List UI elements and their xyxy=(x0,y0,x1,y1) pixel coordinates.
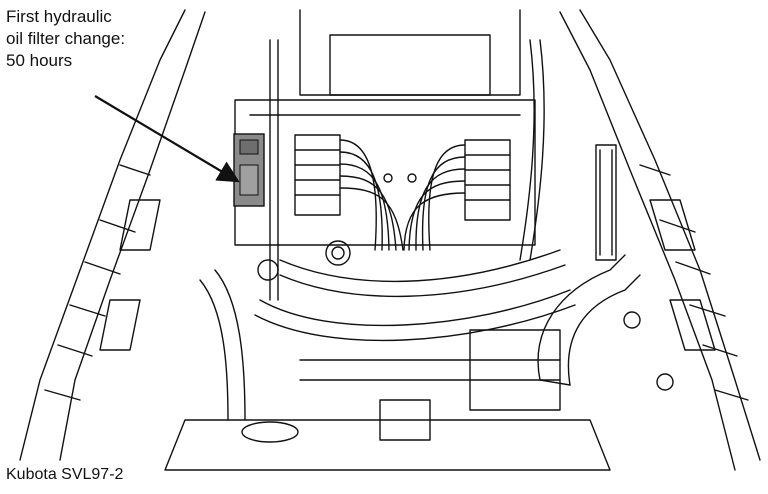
right-fittings xyxy=(623,311,674,391)
hydraulic-oil-filter xyxy=(233,133,265,207)
lower-pump-area xyxy=(164,329,611,471)
filter-change-callout: First hydraulic oil filter change: 50 ho… xyxy=(6,6,176,72)
left-loader-arm xyxy=(19,9,206,461)
hydraulic-hoses xyxy=(254,39,576,342)
left-valve-block xyxy=(294,134,341,216)
left-return-hose xyxy=(199,259,279,421)
right-loader-arm xyxy=(559,9,761,471)
callout-arrow xyxy=(94,95,240,183)
center-cap xyxy=(325,240,351,266)
callout-line-3: 50 hours xyxy=(6,51,73,70)
right-valve-block xyxy=(464,139,511,221)
callout-line-1: First hydraulic xyxy=(6,7,112,26)
right-intake-hose xyxy=(537,144,641,386)
callout-line-2: oil filter change: xyxy=(6,29,126,48)
model-caption: Kubota SVL97-2 xyxy=(6,466,124,483)
